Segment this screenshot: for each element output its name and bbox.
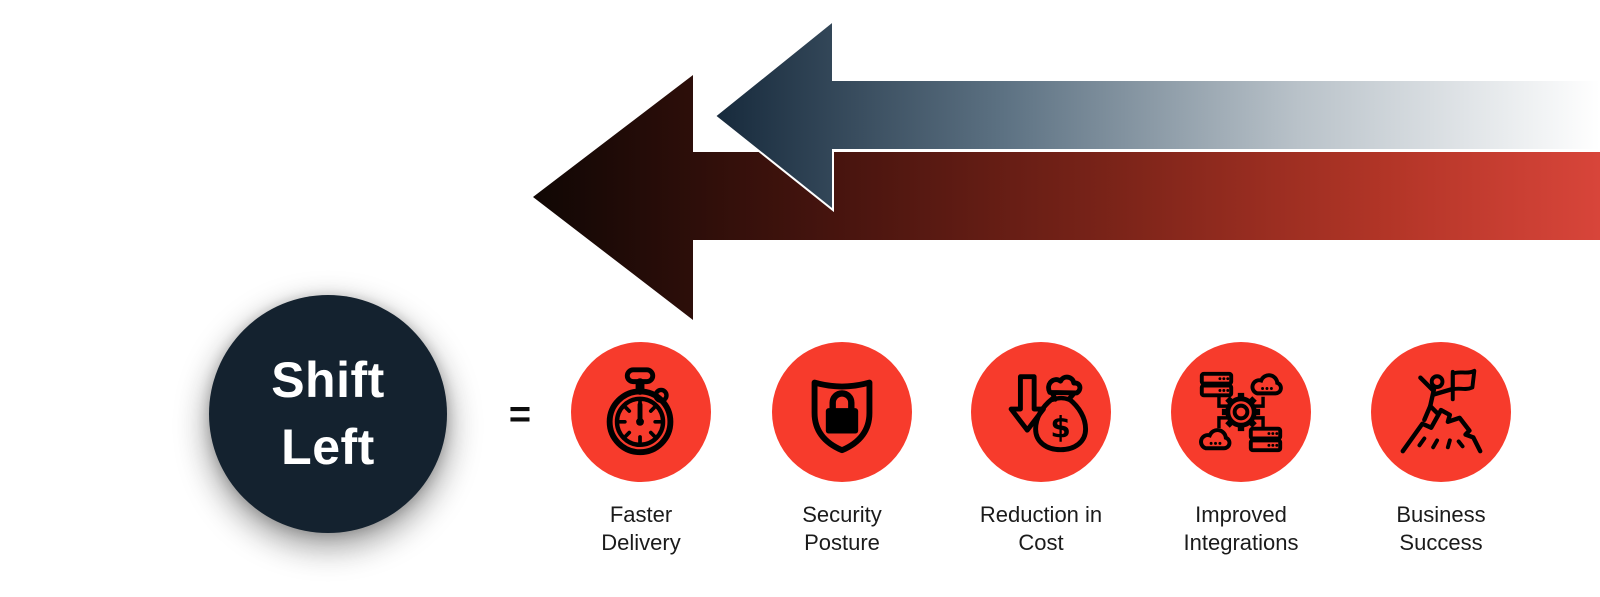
benefit-faster-delivery: Faster Delivery bbox=[541, 342, 741, 557]
shift-left-line1: Shift bbox=[271, 352, 385, 408]
benefit-label-security-posture: Security Posture bbox=[802, 502, 882, 555]
benefit-label-faster-delivery: Faster Delivery bbox=[601, 502, 681, 555]
arrows-graphic bbox=[533, 18, 1600, 320]
benefit-label-business-success: Business Success bbox=[1396, 502, 1486, 555]
benefit-reduction-in-cost: $ Reduction in Cost bbox=[941, 342, 1141, 557]
red-left-arrow bbox=[533, 75, 1600, 320]
equals-sign: = bbox=[508, 394, 532, 436]
benefit-circle-reduction-in-cost: $ bbox=[971, 342, 1111, 482]
benefit-label-reduction-in-cost: Reduction in Cost bbox=[979, 502, 1103, 555]
summit-flag-icon bbox=[1400, 368, 1483, 454]
benefit-circle-business-success bbox=[1371, 342, 1511, 482]
shift-left-badge: Shift Left bbox=[209, 295, 447, 533]
benefit-label-improved-integrations: Improved Integrations bbox=[1183, 502, 1299, 555]
shift-left-line2: Left bbox=[281, 419, 375, 475]
cost-reduction-icon: $ bbox=[1008, 374, 1089, 453]
benefit-circle-improved-integrations bbox=[1171, 342, 1311, 482]
integrations-icon bbox=[1199, 371, 1283, 453]
blue-left-arrow bbox=[713, 18, 1600, 213]
benefit-business-success: Business Success bbox=[1341, 342, 1541, 557]
svg-text:$: $ bbox=[1050, 410, 1070, 444]
benefit-circle-security-posture bbox=[772, 342, 912, 482]
benefit-circle-faster-delivery bbox=[571, 342, 711, 482]
shield-lock-icon bbox=[811, 379, 873, 454]
stopwatch-icon bbox=[606, 367, 674, 456]
benefit-improved-integrations: Improved Integrations bbox=[1141, 342, 1341, 557]
benefit-security-posture: Security Posture bbox=[742, 342, 942, 557]
